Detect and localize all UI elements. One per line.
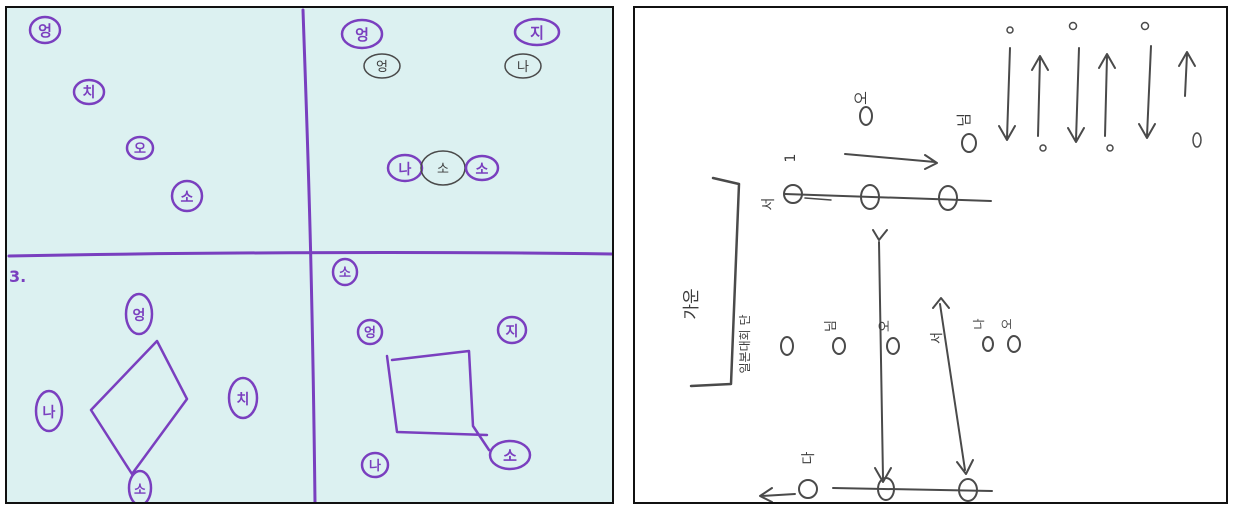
circle-marker xyxy=(72,78,106,106)
circle-marker xyxy=(798,479,818,499)
q3-label-3: 치 xyxy=(237,392,250,408)
q2-label-4: 나 xyxy=(517,60,529,75)
down-arrow xyxy=(998,47,1016,141)
middle-label-5: 나 xyxy=(972,318,986,329)
right-arrow xyxy=(844,153,938,170)
circle-marker xyxy=(125,135,155,161)
middle-label-4: 서 xyxy=(930,332,945,344)
circle-marker xyxy=(331,257,359,287)
circle-marker xyxy=(360,451,390,479)
q2-label-7: 소 xyxy=(476,162,489,178)
bottom-label: 다 xyxy=(801,451,817,464)
vertical-arrows-group xyxy=(998,21,1202,152)
top-label-2: 님 xyxy=(955,113,973,127)
top-label-4: 서 xyxy=(761,198,777,211)
small-dash xyxy=(804,197,832,201)
top-label-3: 1 xyxy=(783,154,799,163)
middle-label-2: 님 xyxy=(824,320,839,332)
up-arrow xyxy=(1098,53,1116,137)
q3-label-1: 엉 xyxy=(133,307,146,324)
edge-mark: 3. xyxy=(9,267,26,286)
circle-marker xyxy=(464,154,500,182)
middle-label-1: 일본대회 단 xyxy=(738,314,752,373)
up-arrow xyxy=(1178,51,1196,97)
circle-marker xyxy=(488,439,532,471)
q1-label-3: 오 xyxy=(134,142,146,157)
bracket xyxy=(689,176,741,388)
left-sketch-panel: 엉 치 오 소 엉 지 엉 나 나 소 소 3. 엉 나 치 소 xyxy=(5,6,614,504)
long-vertical-arrow xyxy=(932,297,974,475)
circle-marker xyxy=(938,185,958,211)
circle-marker xyxy=(958,478,978,502)
horizontal-axis xyxy=(7,251,612,258)
horizontal-line xyxy=(784,193,992,202)
middle-label-6: 오 xyxy=(1000,318,1014,329)
circle-marker xyxy=(496,315,528,345)
q1-label-1: 엉 xyxy=(38,22,52,40)
circle-marker xyxy=(227,376,259,420)
q3-label-4: 소 xyxy=(134,483,146,498)
q4-label-4: 나 xyxy=(369,458,381,474)
up-arrow xyxy=(1031,55,1049,137)
q2-label-5: 나 xyxy=(399,162,412,178)
vertical-axis xyxy=(301,8,317,502)
circle-marker xyxy=(860,184,880,210)
circle-marker xyxy=(386,153,424,183)
circle-marker xyxy=(170,179,204,213)
square-path xyxy=(385,349,491,452)
middle-label-3: 오 xyxy=(878,320,893,332)
q2-label-6: 소 xyxy=(437,162,449,177)
q1-label-2: 치 xyxy=(83,85,96,101)
long-vertical-arrow xyxy=(872,229,892,483)
left-arrow xyxy=(759,487,796,502)
q1-label-4: 소 xyxy=(181,190,194,206)
circle-marker xyxy=(504,53,542,79)
down-arrow xyxy=(1067,47,1085,143)
circle-marker xyxy=(356,318,384,346)
q4-label-1: 소 xyxy=(339,266,351,281)
circle-marker xyxy=(127,469,153,502)
down-arrow xyxy=(1138,45,1156,139)
right-sketch-drawing: 가운 오 님 1 서 일본대회 단 님 오 서 나 오 xyxy=(682,21,1202,502)
q2-label-3: 엉 xyxy=(376,60,388,75)
q4-label-2: 엉 xyxy=(364,325,376,341)
circle-marker xyxy=(124,292,154,336)
bracket-label: 가운 xyxy=(682,288,702,319)
q4-label-3: 지 xyxy=(506,324,519,340)
circle-marker xyxy=(877,477,895,501)
circle-marker xyxy=(340,18,384,50)
horizontal-line xyxy=(832,487,993,492)
circle-marker xyxy=(783,184,803,204)
circle-marker xyxy=(28,15,62,45)
right-sketch-panel: 가운 오 님 1 서 일본대회 단 님 오 서 나 오 xyxy=(633,6,1228,504)
q3-label-2: 나 xyxy=(43,405,56,421)
q4-label-5: 소 xyxy=(503,447,517,465)
circle-marker xyxy=(961,133,977,153)
middle-row: 일본대회 단 님 오 서 나 오 xyxy=(738,314,1021,374)
top-label-1: 오 xyxy=(852,91,870,105)
diamond-path xyxy=(89,339,189,476)
q2-label-1: 엉 xyxy=(355,26,369,44)
circle-marker xyxy=(513,17,561,47)
circle-marker xyxy=(363,53,401,79)
left-sketch-drawing: 엉 치 오 소 엉 지 엉 나 나 소 소 3. 엉 나 치 소 xyxy=(7,8,612,502)
circle-marker xyxy=(34,389,64,433)
circle-marker xyxy=(859,106,873,126)
q2-label-2: 지 xyxy=(530,24,544,42)
